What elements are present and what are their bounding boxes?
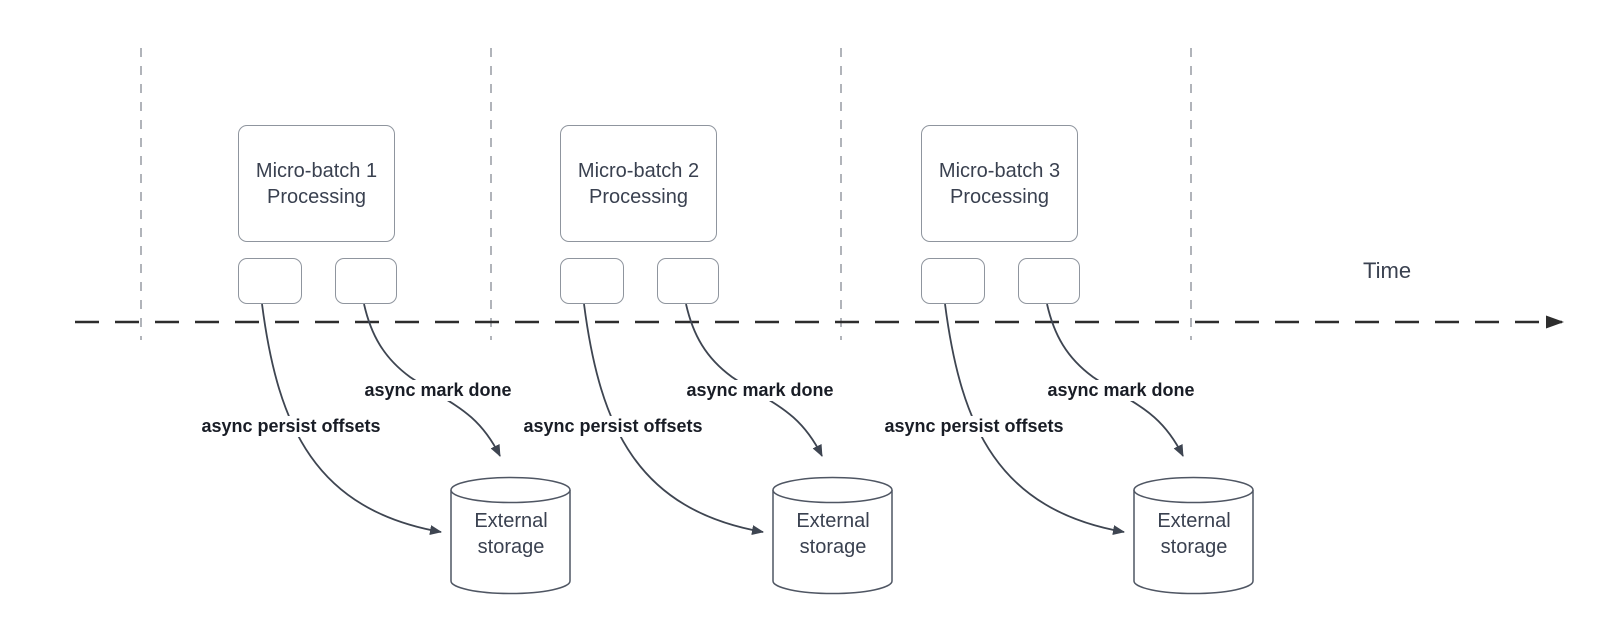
small-box-3-left — [921, 258, 985, 304]
external-storage-cylinder-body-1 — [450, 490, 571, 595]
small-box-1-left — [238, 258, 302, 304]
micro-batch-1-processing-box: Micro-batch 1 Processing — [238, 125, 395, 242]
external-storage-cylinder-top-2 — [772, 476, 893, 504]
mark-done-label-3: async mark done — [1045, 380, 1197, 401]
persist-offsets-arrow-3 — [944, 303, 1125, 536]
external-storage-label-1: External storage — [474, 510, 548, 558]
batch-3-connectors — [944, 303, 1254, 595]
external-storage-cylinder-body-3 — [1133, 490, 1254, 595]
micro-batch-2-box-label: Micro-batch 2 Processing — [577, 159, 700, 208]
small-box-3-right — [1018, 258, 1080, 304]
persist-offsets-label-1: async persist offsets — [199, 416, 383, 437]
persist-offsets-arrow-1 — [261, 303, 442, 536]
mark-done-arrow-3 — [1046, 303, 1184, 457]
time-axis-label: Time — [1363, 258, 1412, 283]
batch-2-connectors — [583, 303, 893, 595]
micro-batch-1-box-label: Micro-batch 1 Processing — [255, 159, 378, 208]
micro-batch-3-processing-box: Micro-batch 3 Processing — [921, 125, 1078, 242]
external-storage-label-2: External storage — [796, 510, 870, 558]
small-box-2-left — [560, 258, 624, 304]
mark-done-label-1: async mark done — [362, 380, 514, 401]
persist-offsets-arrow-2 — [583, 303, 764, 536]
mark-done-arrow-1 — [363, 303, 501, 457]
micro-batch-2-processing-box: Micro-batch 2 Processing — [560, 125, 717, 242]
external-storage-cylinder-top-1 — [450, 476, 571, 504]
mark-done-arrow-2 — [685, 303, 823, 457]
external-storage-cylinder-body-2 — [772, 490, 893, 595]
small-box-1-right — [335, 258, 397, 304]
external-storage-label-3: External storage — [1157, 510, 1231, 558]
persist-offsets-label-2: async persist offsets — [521, 416, 705, 437]
small-box-2-right — [657, 258, 719, 304]
external-storage-cylinder-top-3 — [1133, 476, 1254, 504]
micro-batch-3-box-label: Micro-batch 3 Processing — [938, 159, 1061, 208]
persist-offsets-label-3: async persist offsets — [882, 416, 1066, 437]
mark-done-label-2: async mark done — [684, 380, 836, 401]
guide-lines — [140, 48, 1192, 340]
batch-1-connectors — [261, 303, 571, 595]
